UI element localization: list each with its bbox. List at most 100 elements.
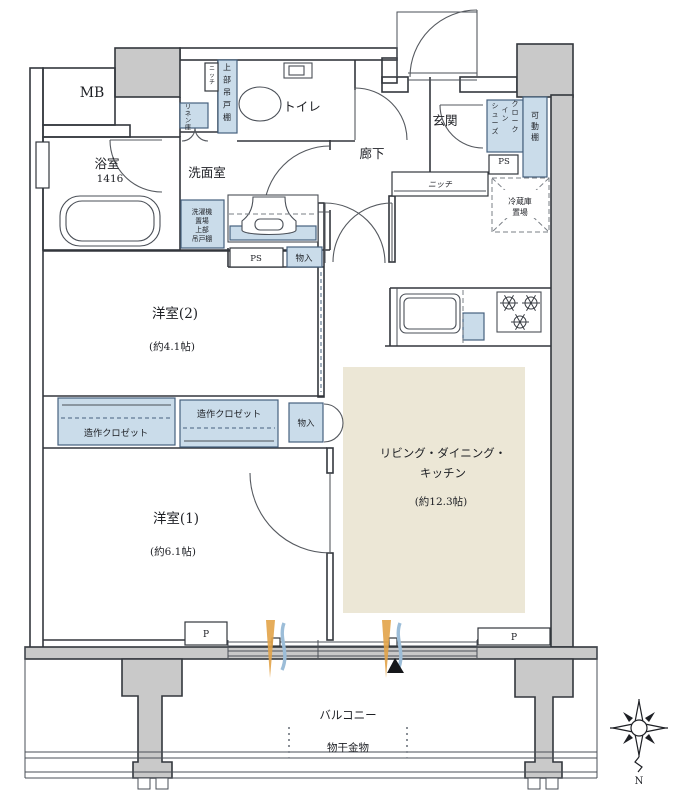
direction-triangle bbox=[387, 658, 404, 673]
label-washer-4: 吊戸棚 bbox=[192, 234, 213, 243]
wall-top bbox=[179, 47, 398, 61]
label-bedroom1-size: (約6.1帖) bbox=[150, 545, 196, 558]
bath-window bbox=[35, 141, 50, 189]
label-ps-center: PS bbox=[250, 254, 262, 264]
label-shoes-2: イン bbox=[502, 106, 509, 123]
label-ps-upper: PS bbox=[498, 157, 510, 167]
label-ldk-line2: キッチン bbox=[420, 466, 466, 480]
label-bedroom2: 洋室(2) bbox=[152, 305, 198, 322]
label-shelf: 可動棚 bbox=[531, 111, 539, 142]
balcony-rail bbox=[24, 647, 598, 790]
label-entry: 玄関 bbox=[432, 113, 457, 128]
door-entry-inner bbox=[439, 104, 484, 149]
kitchen-sink-inner bbox=[403, 297, 457, 330]
label-hall: 廊下 bbox=[359, 146, 384, 161]
storage-box-closet-row bbox=[288, 402, 324, 443]
kitchen bbox=[399, 290, 542, 346]
toilet-tank-inner bbox=[288, 65, 305, 76]
wall-mb-bottom bbox=[42, 124, 131, 138]
label-ldk-line1: リビング・ダイニング・ bbox=[380, 446, 507, 460]
toilet-bowl bbox=[238, 86, 282, 122]
wash-basin bbox=[227, 194, 319, 243]
label-p-right: P bbox=[511, 633, 517, 643]
upper-cabinet-strip bbox=[217, 59, 238, 134]
burner-icons bbox=[500, 294, 540, 331]
label-fridge-2: 置場 bbox=[512, 207, 528, 217]
balcony-column-left bbox=[121, 658, 183, 779]
label-ldk-size: (約12.3帖) bbox=[415, 495, 468, 508]
wall-jog-horizontal bbox=[381, 76, 409, 93]
label-washer-2: 置場 bbox=[195, 216, 209, 225]
washer-space-box bbox=[180, 199, 225, 249]
partition-bedroom2-ldk bbox=[317, 202, 325, 398]
door-entrance-main bbox=[409, 9, 478, 78]
room-labels: MB 浴室 1416 洗面室 トイレ 廊下 玄関 洋室(2) (約4.1帖) 洋… bbox=[80, 85, 507, 754]
mb-room bbox=[42, 67, 116, 126]
label-north: N bbox=[635, 776, 644, 787]
label-laundry: 物干金物 bbox=[327, 741, 369, 754]
balcony-column-right bbox=[514, 658, 574, 779]
ldk-floor bbox=[343, 367, 525, 613]
door-bathroom bbox=[109, 139, 163, 193]
bathtub-inner bbox=[65, 200, 155, 242]
label-shoes-3: クローク bbox=[512, 100, 519, 134]
niche-top-box bbox=[204, 62, 219, 92]
closet-right-box bbox=[179, 399, 279, 448]
wall-right bbox=[550, 94, 574, 648]
water-wave-icon-right bbox=[396, 622, 403, 671]
wall-jog-vertical bbox=[381, 57, 398, 84]
concrete-walls bbox=[24, 43, 598, 779]
label-niche-hall: ニッチ bbox=[428, 180, 453, 189]
fixtures bbox=[57, 59, 668, 773]
burner-icon bbox=[500, 294, 518, 312]
label-niche-top: ニッチ bbox=[209, 65, 215, 86]
door-hall-ldk-right bbox=[332, 202, 393, 263]
label-washer-3: 上部 bbox=[195, 225, 209, 234]
door-hall-ldk-left bbox=[324, 202, 386, 264]
label-mb: MB bbox=[80, 85, 105, 101]
label-storage-closet-row: 物入 bbox=[297, 418, 315, 429]
storage-box-center bbox=[286, 246, 323, 268]
vent-symbols bbox=[266, 620, 404, 678]
doors bbox=[109, 9, 484, 554]
burner-icon bbox=[511, 313, 529, 331]
label-bath-size: 1416 bbox=[97, 173, 124, 185]
niche-hall-box bbox=[391, 171, 489, 197]
label-toilet: トイレ bbox=[283, 99, 321, 114]
door-linen-double bbox=[181, 127, 209, 142]
label-shoes-1: シューズ bbox=[492, 102, 499, 136]
closet-left-box bbox=[57, 397, 176, 446]
label-washroom: 洗面室 bbox=[188, 165, 226, 180]
label-washer-1: 洗濯機 bbox=[192, 207, 213, 216]
movable-shelf-box bbox=[522, 96, 548, 178]
label-storage-center: 物入 bbox=[295, 253, 313, 264]
door-storage-bifold bbox=[323, 403, 344, 443]
label-bath: 浴室 bbox=[94, 156, 119, 171]
label-fridge-1: 冷蔵庫 bbox=[508, 196, 532, 206]
fridge-space bbox=[491, 177, 550, 233]
ps-box-upper bbox=[488, 154, 519, 175]
label-upper-cabinet: 上部吊戸棚 bbox=[223, 63, 231, 122]
label-bedroom2-size: (約4.1帖) bbox=[149, 340, 195, 353]
laundry-guides bbox=[288, 727, 408, 758]
built-in-closets bbox=[57, 397, 324, 448]
pillar-top-right bbox=[516, 43, 574, 98]
balcony-slab bbox=[24, 646, 598, 660]
bathroom-walls bbox=[42, 136, 181, 251]
flame-icon-right bbox=[382, 620, 391, 678]
label-p-left: P bbox=[203, 630, 209, 640]
flame-icon-left bbox=[266, 620, 275, 678]
ps-box-center bbox=[229, 247, 284, 268]
kitchen-blue-unit bbox=[462, 312, 485, 341]
label-balcony: バルコニー bbox=[319, 708, 376, 722]
pillar-top-left bbox=[114, 47, 181, 98]
entry-frame bbox=[396, 11, 477, 77]
door-toilet bbox=[354, 87, 408, 141]
fixture-labels: ニッチ 上部吊戸棚 リネン庫 洗濯機 置場 上部 吊戸棚 PS 物入 物入 ニッ… bbox=[84, 63, 644, 787]
label-linen-1: リネン庫 bbox=[185, 104, 191, 131]
p-box-left bbox=[184, 621, 228, 646]
label-closet-left: 造作クロゼット bbox=[84, 427, 148, 439]
shoes-closet-box bbox=[486, 99, 524, 153]
